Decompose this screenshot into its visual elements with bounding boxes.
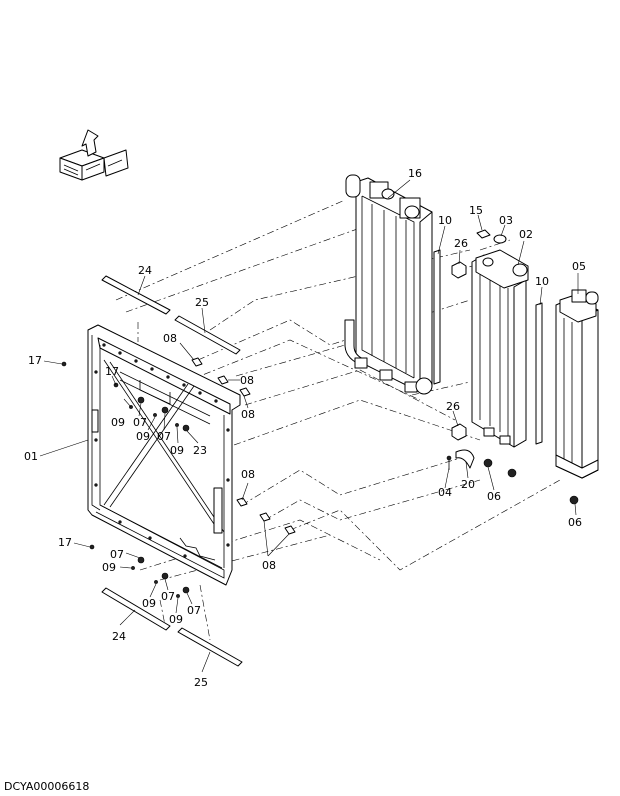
nut-07-b bbox=[161, 406, 169, 414]
callout-09-a: 09 bbox=[111, 416, 125, 429]
nut-07-e bbox=[182, 586, 190, 594]
intercooler-05 bbox=[555, 289, 599, 479]
clip-08-e bbox=[259, 512, 271, 522]
seal-strip-24-top bbox=[101, 275, 171, 315]
callout-08-d: 08 bbox=[241, 468, 255, 481]
callout-09-c: 09 bbox=[170, 444, 184, 457]
mount-06-a bbox=[483, 458, 493, 468]
clip-08-d bbox=[236, 497, 248, 507]
leader-lines bbox=[39, 179, 579, 673]
seal-strip-10-left bbox=[433, 249, 441, 385]
seal-strip-10-right bbox=[535, 302, 543, 445]
screw-17-c bbox=[89, 544, 95, 550]
callout-23: 23 bbox=[193, 444, 207, 457]
radiator-16 bbox=[344, 174, 433, 395]
mount-06-b bbox=[507, 468, 517, 478]
nut-07-c bbox=[137, 556, 145, 564]
callout-08-e: 08 bbox=[262, 559, 276, 572]
callout-24-bottom: 24 bbox=[112, 630, 126, 643]
screw-17-a bbox=[61, 361, 67, 367]
callout-10-left: 10 bbox=[438, 214, 452, 227]
callout-07-d: 07 bbox=[161, 590, 175, 603]
callout-16: 16 bbox=[408, 167, 422, 180]
oil-cooler-02 bbox=[471, 249, 529, 448]
callout-02: 02 bbox=[519, 228, 533, 241]
cap-03 bbox=[493, 234, 507, 244]
callout-08-c: 08 bbox=[241, 408, 255, 421]
direction-indicator-icon bbox=[59, 129, 129, 181]
nut-07-a bbox=[137, 396, 145, 404]
callout-24-top: 24 bbox=[138, 264, 152, 277]
callout-25-bottom: 25 bbox=[194, 676, 208, 689]
bolt-09-e bbox=[154, 580, 158, 584]
bolt-04 bbox=[446, 455, 452, 461]
clip-08-a bbox=[191, 357, 203, 367]
bolt-09-d bbox=[131, 566, 135, 570]
block-26-lower bbox=[451, 423, 467, 441]
callout-labels: 16 10 15 03 02 26 10 05 24 25 17 08 17 0… bbox=[24, 167, 586, 689]
block-26-upper bbox=[451, 261, 467, 279]
callout-20: 20 bbox=[461, 478, 475, 491]
mount-06-c bbox=[569, 495, 579, 505]
callout-09-f: 09 bbox=[169, 613, 183, 626]
callout-08-a: 08 bbox=[163, 332, 177, 345]
callout-01: 01 bbox=[24, 450, 38, 463]
callout-17-inner: 17 bbox=[105, 365, 119, 378]
callout-09-b: 09 bbox=[136, 430, 150, 443]
callout-05: 05 bbox=[572, 260, 586, 273]
callout-10-right: 10 bbox=[535, 275, 549, 288]
clip-08-c bbox=[239, 387, 251, 397]
callout-26-upper: 26 bbox=[454, 237, 468, 250]
clip-08-b bbox=[217, 375, 229, 385]
plate-15 bbox=[476, 229, 491, 239]
bolt-09-c bbox=[175, 423, 179, 427]
bolt-09-f bbox=[176, 594, 180, 598]
callout-03: 03 bbox=[499, 214, 513, 227]
small-parts bbox=[61, 229, 579, 667]
seal-strip-25-bottom bbox=[177, 627, 243, 667]
main-frame-01 bbox=[87, 324, 241, 586]
callout-25-top: 25 bbox=[195, 296, 209, 309]
nut-23 bbox=[182, 424, 190, 432]
bolt-09-b bbox=[153, 413, 157, 417]
callout-06-b: 06 bbox=[568, 516, 582, 529]
callout-26-lower: 26 bbox=[446, 400, 460, 413]
callout-07-b: 07 bbox=[157, 430, 171, 443]
callout-08-b: 08 bbox=[240, 374, 254, 387]
callout-07-e: 07 bbox=[187, 604, 201, 617]
callout-04: 04 bbox=[438, 486, 452, 499]
callout-17-left: 17 bbox=[28, 354, 42, 367]
callout-09-d: 09 bbox=[102, 561, 116, 574]
callout-07-c: 07 bbox=[110, 548, 124, 561]
callout-06-a: 06 bbox=[487, 490, 501, 503]
callout-15: 15 bbox=[469, 204, 483, 217]
figure-id: DCYA00006618 bbox=[4, 780, 89, 793]
bracket-20 bbox=[455, 449, 475, 469]
callout-09-e: 09 bbox=[142, 597, 156, 610]
clip-08-f bbox=[284, 525, 296, 535]
seal-strip-24-bottom bbox=[101, 587, 171, 631]
callout-07-a: 07 bbox=[133, 416, 147, 429]
nut-07-d bbox=[161, 572, 169, 580]
seal-strip-25-top bbox=[174, 315, 241, 355]
callout-17-bottom: 17 bbox=[58, 536, 72, 549]
